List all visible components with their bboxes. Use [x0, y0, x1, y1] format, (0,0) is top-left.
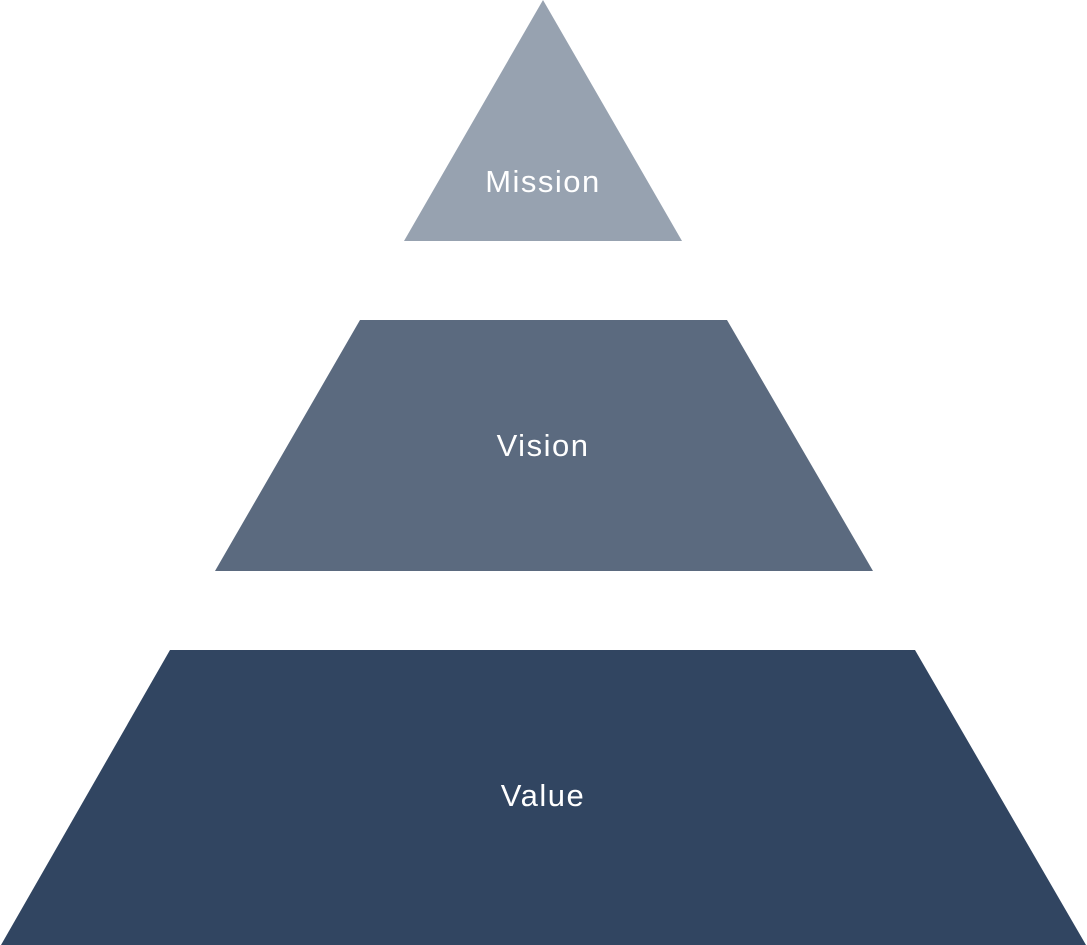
tier-value-shape — [1, 650, 1086, 945]
tier-vision-shape — [215, 320, 873, 571]
tier-mission-shape — [404, 0, 682, 241]
tier-mission-label: Mission — [485, 164, 601, 199]
pyramid-tier-vision: Vision — [215, 320, 873, 571]
pyramid-tier-value: Value — [1, 650, 1086, 945]
tier-value-label: Value — [501, 778, 586, 813]
pyramid-tier-mission: Mission — [404, 0, 682, 241]
tier-vision-label: Vision — [497, 428, 590, 463]
